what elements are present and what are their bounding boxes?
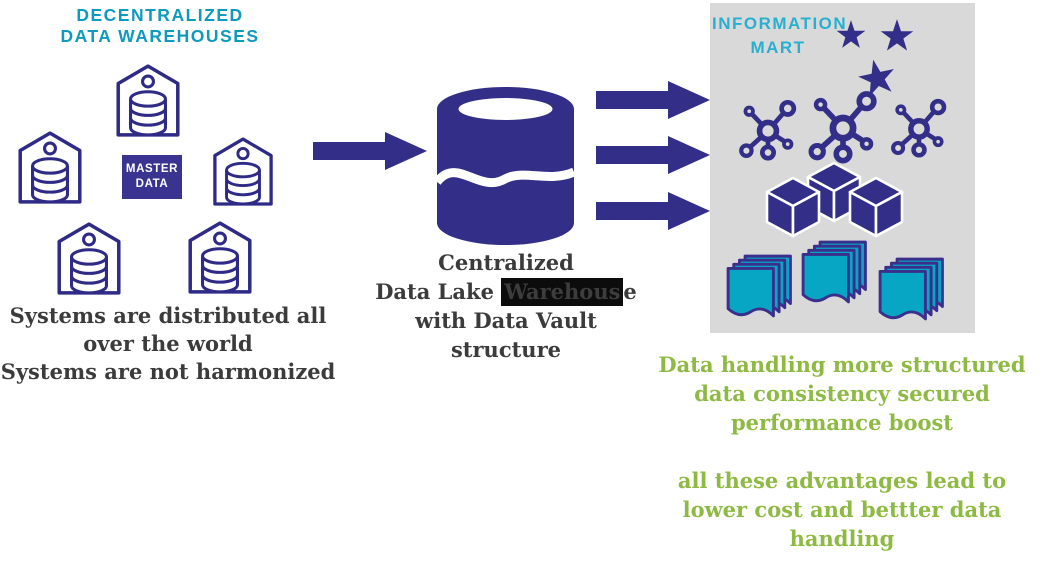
star-icon (836, 20, 866, 48)
benefit-line: lower cost and bettter data (682, 497, 1002, 522)
benefit-line: Data handling more structured (658, 352, 1026, 377)
warehouse-database-icon (18, 131, 82, 204)
decentralized-title: DECENTRALIZED DATA WAREHOUSES (30, 5, 290, 47)
benefit-line: data consistency secured (694, 381, 990, 406)
master-data-box: MASTER DATA (122, 155, 182, 199)
left-caption: Systems are distributed all over the wor… (0, 302, 336, 386)
benefit-line: performance boost (731, 410, 953, 435)
star-icon (858, 59, 894, 97)
benefit-line: all these advantages lead to (677, 468, 1007, 493)
warehouse-database-icon (57, 222, 121, 295)
flow-arrow-icon (596, 81, 710, 119)
highlighted-word: Warehous (501, 278, 624, 306)
caption-line: Systems are distributed all (9, 303, 327, 328)
document-stack-icon (878, 257, 944, 321)
information-mart-title: INFORMATION MART (712, 12, 848, 60)
data-lake-cylinder-icon (437, 87, 574, 245)
benefits-caption: Data handling more structured data consi… (658, 350, 1026, 553)
master-data-label: DATA (135, 178, 169, 190)
caption-line: with Data Vault (415, 308, 597, 333)
network-hub-icon (808, 91, 877, 164)
document-stack-icon (726, 254, 792, 318)
warehouse-database-icon (213, 137, 273, 206)
master-data-label: MASTER (125, 163, 179, 175)
caption-line: structure (450, 337, 562, 362)
caption-line: over the world (83, 331, 253, 356)
caption-text: Data Lake (375, 279, 502, 304)
title-line: MART (750, 38, 806, 57)
flow-arrow-icon (596, 136, 710, 174)
caption-line: Systems are not harmonized (0, 359, 336, 384)
warehouse-database-icon (188, 221, 252, 294)
warehouse-database-icon (116, 64, 180, 137)
title-line: DECENTRALIZED (76, 5, 244, 25)
benefit-line: handling (789, 526, 895, 551)
star-icon (880, 19, 914, 51)
title-line: INFORMATION (712, 14, 848, 33)
title-line: DATA WAREHOUSES (60, 26, 260, 46)
flow-arrow-icon (313, 132, 427, 170)
cube-stack-icon (765, 161, 904, 238)
caption-line: Centralized (438, 250, 574, 275)
caption-text: e (623, 279, 637, 304)
network-hub-icon (891, 98, 947, 158)
network-hub-icon (739, 99, 797, 161)
document-stack-icon (801, 240, 867, 304)
flow-arrow-icon (596, 192, 710, 230)
